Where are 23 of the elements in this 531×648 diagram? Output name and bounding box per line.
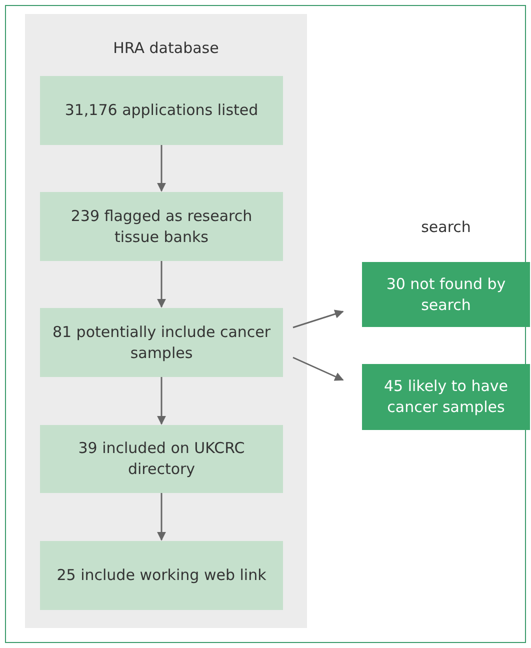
panel-heading: HRA database <box>112 38 220 59</box>
box-text: 25 include working web link <box>56 565 268 586</box>
arrow <box>157 145 166 192</box>
box-text: 45 likely to have cancer samples <box>382 376 509 418</box>
box-text: 31,176 applications listed <box>64 100 260 121</box>
process-box <box>40 425 283 493</box>
column-heading: search <box>420 218 472 236</box>
arrow <box>157 377 166 425</box>
process-box <box>40 541 283 610</box>
process-box <box>40 192 283 261</box>
process-box <box>362 364 530 430</box>
box-text: 30 not found by search <box>385 274 507 316</box>
box-text: 239 flagged as research tissue banks <box>70 206 254 248</box>
arrow <box>157 261 166 308</box>
arrow <box>292 356 344 381</box>
arrow <box>157 493 166 541</box>
process-box <box>362 262 530 327</box>
box-text: 81 potentially include cancer samples <box>51 322 272 364</box>
process-box <box>40 76 283 145</box>
group-panel <box>25 14 307 628</box>
process-box <box>40 308 283 377</box>
box-text: 39 included on UKCRC directory <box>77 438 246 480</box>
arrow <box>292 310 344 328</box>
